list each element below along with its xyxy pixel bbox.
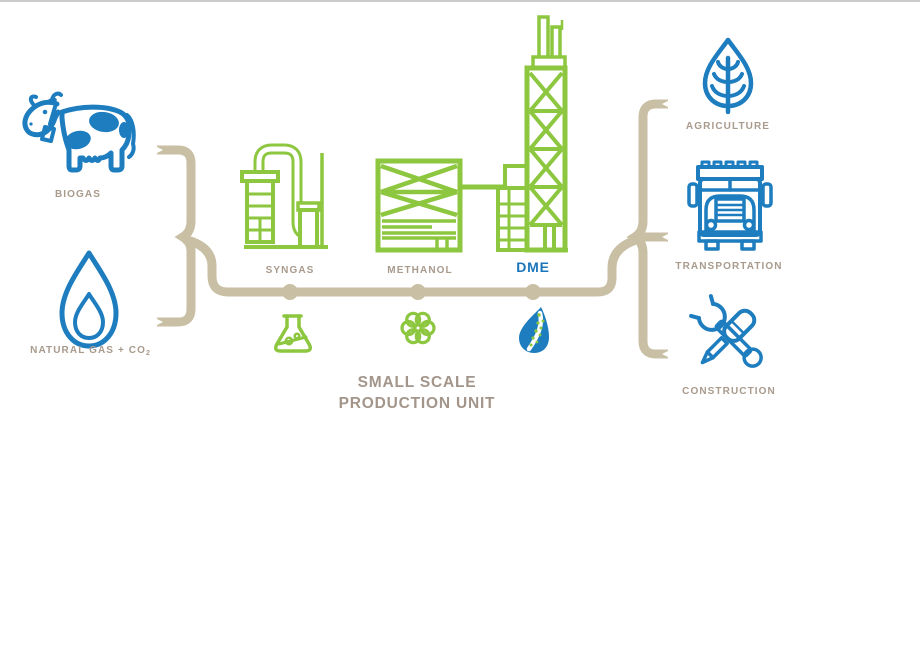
syngas-plant-icon [240, 143, 328, 249]
ribbon-end-notches [152, 98, 673, 360]
natural-gas-label: NATURAL GAS + CO2 [30, 345, 150, 357]
leaf-icon [702, 37, 754, 115]
flask-icon [273, 314, 313, 353]
screwdriver-icon [700, 308, 757, 365]
dme-tower-icon [496, 15, 568, 253]
agriculture-label: AGRICULTURE [685, 121, 771, 132]
syngas-dot [282, 284, 298, 300]
flow-stage-dots [282, 284, 541, 300]
truck-icon [687, 160, 773, 251]
methanol-plant-icon [375, 158, 505, 253]
natural-gas-label-subscript: 2 [145, 350, 150, 357]
biogas-label: BIOGAS [54, 189, 102, 200]
construction-label: CONSTRUCTION [682, 386, 776, 397]
natural-gas-label-main: NATURAL GAS + CO [30, 345, 146, 356]
flame-icon [59, 250, 119, 349]
left-brace [157, 145, 196, 327]
dme-label: DME [516, 259, 550, 275]
methanol-label: METHANOL [387, 265, 453, 276]
top-border-line [0, 0, 920, 2]
diagram-title-line2: PRODUCTION UNIT [338, 395, 496, 412]
dme-dot [525, 284, 541, 300]
diagram-title-line1: SMALL SCALE [357, 374, 477, 391]
cow-icon [22, 91, 136, 173]
diagram-title: SMALL SCALE PRODUCTION UNIT [339, 372, 496, 414]
methanol-dot [410, 284, 426, 300]
transportation-label: TRANSPORTATION [675, 261, 783, 272]
syngas-label: SYNGAS [265, 265, 315, 276]
atom-icon [400, 311, 436, 345]
tools-icon [689, 294, 763, 368]
right-brace [626, 99, 668, 359]
droplet-icon [519, 307, 549, 353]
